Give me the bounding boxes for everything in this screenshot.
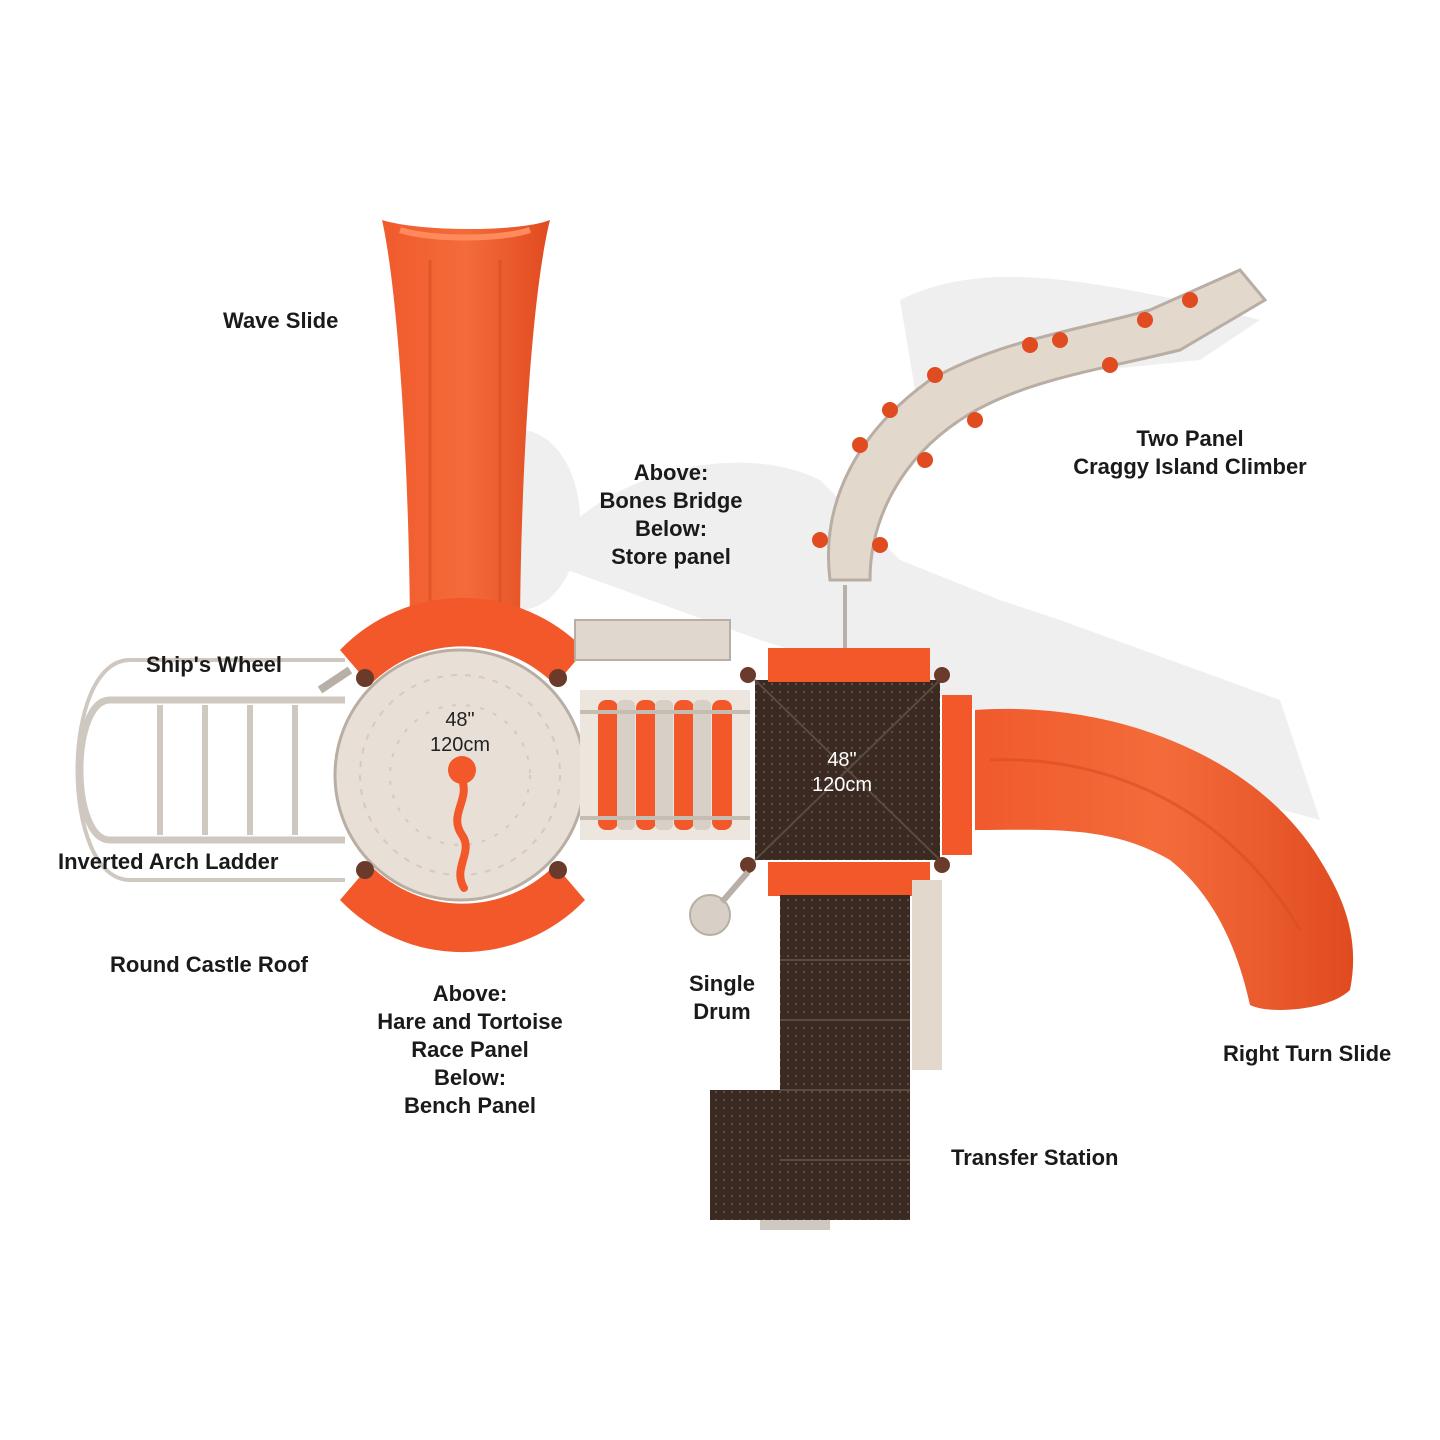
label-bridge-line1: Above: bbox=[633, 460, 709, 485]
label-hare-line4: Below: bbox=[433, 1065, 507, 1090]
single-drum bbox=[689, 870, 751, 936]
label-craggy-island-climber: Two Panel Craggy Island Climber bbox=[1050, 425, 1330, 481]
square-deck-height: 48" 120cm bbox=[792, 748, 892, 798]
bones-bridge bbox=[574, 619, 750, 840]
round-castle-deck bbox=[333, 597, 587, 953]
square-deck bbox=[740, 648, 972, 896]
label-inverted-arch-ladder: Inverted Arch Ladder bbox=[58, 849, 279, 874]
label-round-castle-roof: Round Castle Roof bbox=[110, 952, 308, 977]
square-deck-height-cm: 120cm bbox=[811, 774, 873, 796]
label-transfer-station: Transfer Station bbox=[951, 1145, 1119, 1170]
craggy-island-climber bbox=[812, 268, 1268, 650]
round-deck-height-in: 48" bbox=[445, 709, 475, 731]
label-ships-wheel: Ship's Wheel bbox=[146, 652, 283, 677]
inverted-arch-ladder bbox=[75, 658, 353, 882]
label-right-turn-slide: Right Turn Slide bbox=[1223, 1041, 1392, 1066]
label-bridge-line4: Store panel bbox=[611, 544, 731, 569]
label-climber-line1: Two Panel bbox=[1136, 426, 1244, 451]
label-drum-line2: Drum bbox=[693, 999, 751, 1024]
wave-slide bbox=[382, 220, 550, 640]
label-climber-line2: Craggy Island Climber bbox=[1073, 454, 1307, 479]
label-single-drum: Single Drum bbox=[672, 970, 772, 1026]
label-hare-line3: Race Panel bbox=[411, 1037, 529, 1062]
label-bridge-line3: Below: bbox=[634, 516, 708, 541]
label-hare-and-tortoise: Above: Hare and Tortoise Race Panel Belo… bbox=[350, 980, 590, 1120]
label-bridge-line2: Bones Bridge bbox=[599, 488, 743, 513]
label-hare-line5: Bench Panel bbox=[403, 1093, 537, 1118]
label-wave-slide: Wave Slide bbox=[223, 308, 339, 333]
right-turn-slide bbox=[975, 708, 1354, 1010]
label-bones-bridge: Above: Bones Bridge Below: Store panel bbox=[581, 459, 761, 571]
round-deck-height: 48" 120cm bbox=[410, 708, 510, 758]
square-deck-height-in: 48" bbox=[827, 749, 857, 771]
label-drum-line1: Single bbox=[688, 971, 755, 996]
label-hare-line2: Hare and Tortoise bbox=[377, 1009, 563, 1034]
round-deck-height-cm: 120cm bbox=[429, 734, 491, 756]
transfer-station bbox=[710, 880, 942, 1230]
label-hare-line1: Above: bbox=[432, 981, 508, 1006]
